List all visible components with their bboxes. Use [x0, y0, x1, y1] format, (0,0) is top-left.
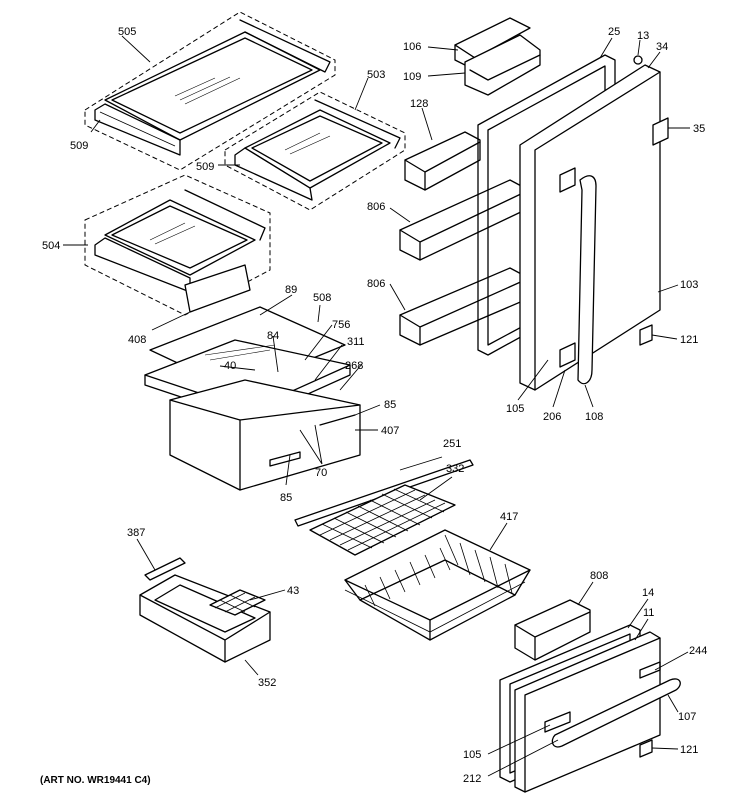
callout-11: 11: [643, 607, 654, 619]
callout-105-lower: 105: [463, 749, 481, 761]
callout-509-upper: 509: [70, 140, 88, 152]
rail-251: [294, 459, 474, 527]
callout-268: 268: [345, 360, 363, 372]
callout-84: 84: [267, 330, 279, 342]
freezer-bin-808: [514, 599, 591, 661]
callout-121-upper: 121: [680, 334, 698, 346]
callout-85-upper: 85: [384, 399, 396, 411]
callout-13: 13: [637, 30, 649, 42]
callout-756: 756: [332, 319, 350, 331]
shelf-assembly-505: [84, 11, 336, 171]
door-bin-128: [404, 131, 481, 191]
callout-806-lower: 806: [367, 278, 385, 290]
callout-89: 89: [285, 284, 297, 296]
callout-25: 25: [608, 26, 620, 38]
callout-332: 332: [446, 463, 464, 475]
callout-107: 107: [678, 711, 696, 723]
door-bin-806-lower: [399, 267, 526, 346]
callout-503: 503: [367, 69, 385, 81]
callout-417: 417: [500, 511, 518, 523]
callout-34: 34: [656, 41, 668, 53]
callout-121-lower: 121: [680, 744, 698, 756]
callout-103: 103: [680, 279, 698, 291]
callout-505: 505: [118, 26, 136, 38]
callout-108: 108: [585, 411, 603, 423]
ice-tray-43: [209, 589, 266, 616]
callout-509-lower: 509: [196, 161, 214, 173]
door-bin-806-upper: [399, 179, 526, 261]
callout-504: 504: [42, 240, 60, 252]
callout-212: 212: [463, 773, 481, 785]
fresh-food-door-34: [519, 55, 669, 391]
callout-43: 43: [287, 585, 299, 597]
art-number: (ART NO. WR19441 C4): [40, 775, 151, 786]
callout-244: 244: [689, 645, 707, 657]
callout-109: 109: [403, 71, 421, 83]
shelf-assembly-504: [84, 174, 271, 316]
scoop-387: [144, 557, 186, 581]
callout-387: 387: [127, 527, 145, 539]
dairy-door-106: [454, 17, 541, 96]
callout-808: 808: [590, 570, 608, 582]
wire-shelf-332: [309, 484, 456, 556]
callout-14: 14: [642, 587, 654, 599]
callout-40: 40: [224, 360, 236, 372]
callout-206: 206: [543, 411, 561, 423]
callout-labels: 505 503 509 509 504 408 89 508 84 756 31…: [40, 26, 707, 786]
callout-105-upper: 105: [506, 403, 524, 415]
ice-bin-352: [139, 574, 271, 663]
callout-35: 35: [693, 123, 705, 135]
callout-408: 408: [128, 334, 146, 346]
callout-352: 352: [258, 677, 276, 689]
wire-basket-417: [344, 529, 531, 641]
callout-128: 128: [410, 98, 428, 110]
freezer-door-11: [514, 631, 681, 793]
callout-407: 407: [381, 425, 399, 437]
callout-70: 70: [315, 467, 327, 479]
shelf-assembly-503: [224, 91, 406, 211]
callout-311: 311: [347, 336, 365, 348]
leader-lines: [63, 35, 690, 777]
callout-251: 251: [443, 438, 461, 450]
callout-85-lower: 85: [280, 492, 292, 504]
callout-806-upper: 806: [367, 201, 385, 213]
crisper-pan: [169, 379, 361, 491]
callout-508: 508: [313, 292, 331, 304]
callout-106: 106: [403, 41, 421, 53]
